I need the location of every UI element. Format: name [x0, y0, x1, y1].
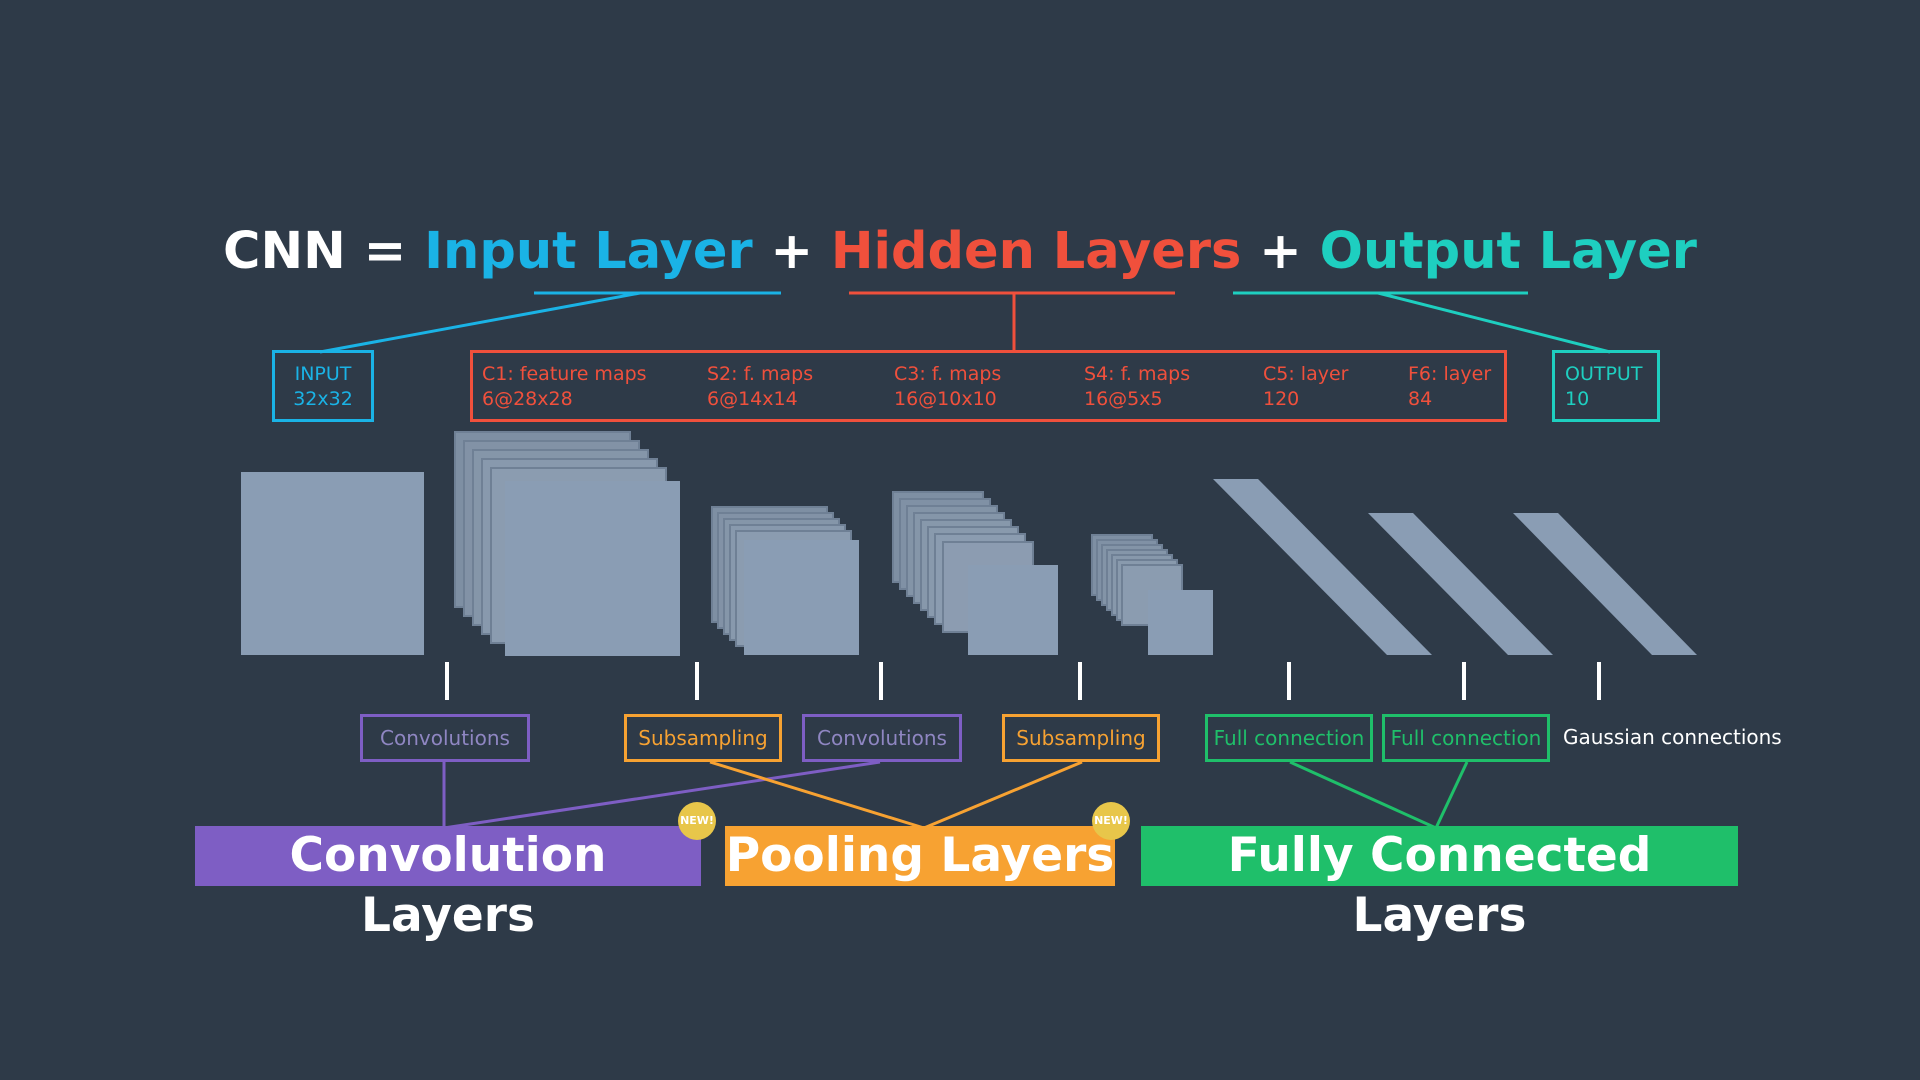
- cnn-equation-title: CNN = Input Layer + Hidden Layers + Outp…: [0, 222, 1920, 281]
- sub2-connector: [923, 760, 1083, 830]
- hidden-item-s2-name: S2: f. maps: [707, 363, 814, 385]
- hidden-item-c3: C3: f. maps 16@10x10: [894, 362, 1001, 412]
- hidden-item-c5: C5: layer 120: [1263, 362, 1348, 412]
- sub1-connector: [709, 760, 925, 830]
- hidden-item-f6: F6: layer 84: [1408, 362, 1491, 412]
- tick-sub2: [1078, 662, 1082, 700]
- output-layer-bar: [1513, 513, 1697, 655]
- op-full-connection-2: Full connection: [1382, 714, 1550, 762]
- tick-gaussian: [1597, 662, 1601, 700]
- tick-sub1: [695, 662, 699, 700]
- title-plus-2: +: [1241, 222, 1320, 281]
- input-connector: [319, 291, 641, 354]
- input-box: INPUT 32x32: [272, 350, 374, 422]
- hidden-layers-box: C1: feature maps 6@28x28 S2: f. maps 6@1…: [470, 350, 1507, 422]
- tick-fc1: [1287, 662, 1291, 700]
- s4-feature-maps: [1091, 534, 1213, 655]
- title-output-layer: Output Layer: [1319, 222, 1697, 281]
- hidden-item-c3-size: 16@10x10: [894, 388, 997, 410]
- fully-connected-layers-banner: Fully Connected Layers: [1141, 826, 1738, 943]
- c1-feature-maps: [454, 431, 680, 656]
- input-image-plane: [241, 472, 424, 655]
- pooling-layers-banner: Pooling Layers: [725, 826, 1115, 886]
- hidden-item-s2: S2: f. maps 6@14x14: [707, 362, 813, 412]
- fc2-connector: [1434, 761, 1469, 829]
- op-convolutions-1: Convolutions: [360, 714, 530, 762]
- conv2-connector: [443, 760, 881, 830]
- hidden-item-c1-name: C1: feature maps: [482, 363, 647, 385]
- input-box-label: INPUT: [294, 363, 352, 385]
- s2-feature-maps: [711, 506, 859, 655]
- hidden-item-c3-name: C3: f. maps: [894, 363, 1002, 385]
- hidden-item-c5-name: C5: layer: [1263, 363, 1349, 385]
- hidden-item-c1-size: 6@28x28: [482, 388, 573, 410]
- output-connector: [1377, 291, 1611, 354]
- convolution-layers-banner: Convolution Layers: [195, 826, 701, 943]
- c5-layer-bar: [1213, 479, 1432, 655]
- fc1-connector: [1289, 760, 1437, 830]
- title-hidden-layers: Hidden Layers: [830, 222, 1242, 281]
- f6-layer-bar: [1368, 513, 1553, 655]
- tick-conv2: [879, 662, 883, 700]
- output-box-label: OUTPUT: [1565, 363, 1643, 385]
- op-subsampling-2: Subsampling: [1002, 714, 1160, 762]
- hidden-item-s2-size: 6@14x14: [707, 388, 798, 410]
- tick-conv1: [445, 662, 449, 700]
- c3-feature-maps: [892, 491, 1058, 655]
- title-input-layer: Input Layer: [424, 222, 753, 281]
- tick-fc2: [1462, 662, 1466, 700]
- hidden-item-c5-size: 120: [1263, 388, 1300, 410]
- hidden-item-s4: S4: f. maps 16@5x5: [1084, 362, 1190, 412]
- hidden-item-s4-name: S4: f. maps: [1084, 363, 1191, 385]
- hidden-item-c1: C1: feature maps 6@28x28: [482, 362, 647, 412]
- hidden-item-s4-size: 16@5x5: [1084, 388, 1163, 410]
- new-badge-convolution: NEW!: [678, 802, 716, 840]
- input-box-size: 32x32: [293, 388, 353, 410]
- output-box-size: 10: [1565, 388, 1590, 410]
- title-cnn: CNN =: [223, 222, 425, 281]
- op-gaussian-connections: Gaussian connections: [1563, 725, 1782, 749]
- op-convolutions-2: Convolutions: [802, 714, 962, 762]
- new-badge-pooling: NEW!: [1092, 802, 1130, 840]
- op-subsampling-1: Subsampling: [624, 714, 782, 762]
- hidden-item-f6-size: 84: [1408, 388, 1433, 410]
- title-plus-1: +: [752, 222, 831, 281]
- op-full-connection-1: Full connection: [1205, 714, 1373, 762]
- hidden-item-f6-name: F6: layer: [1408, 363, 1492, 385]
- output-box: OUTPUT 10: [1552, 350, 1660, 422]
